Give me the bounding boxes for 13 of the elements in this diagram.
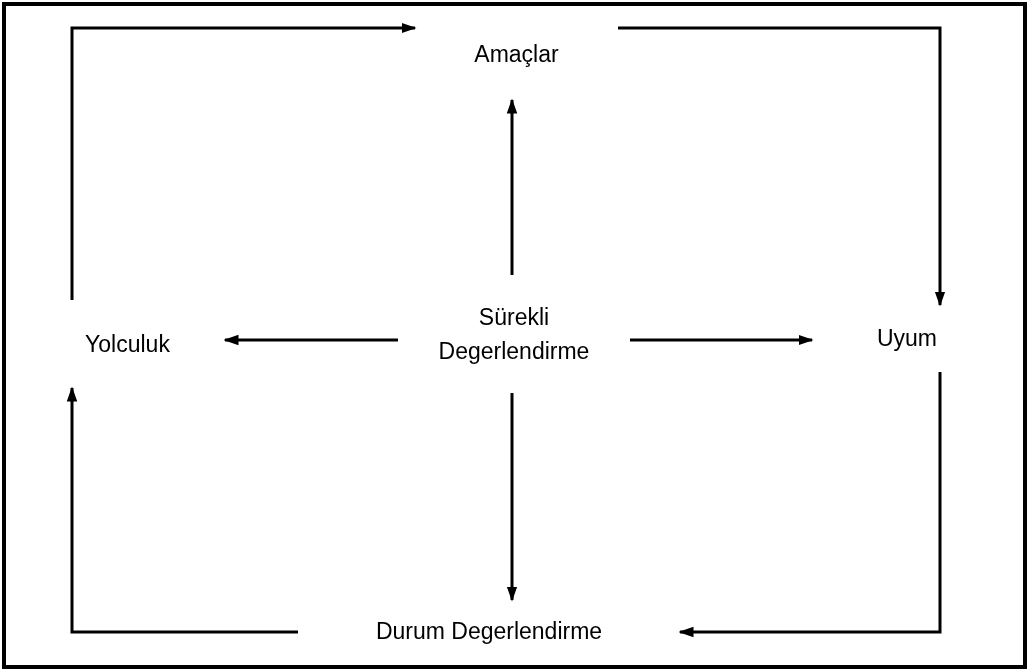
arrow	[506, 393, 518, 602]
arrow	[70, 22, 417, 300]
arrow	[618, 26, 946, 307]
arrow	[630, 334, 814, 346]
arrow	[66, 386, 298, 634]
node-label: Yolculuk	[85, 329, 170, 359]
node-label: Amaçlar	[474, 39, 559, 69]
node-label: Uyum	[876, 324, 938, 354]
node-label: Sürekli Degerlendirme	[437, 302, 591, 366]
arrow	[223, 334, 398, 346]
node-label: Durum Degerlendirme	[375, 616, 603, 646]
arrow	[678, 372, 942, 638]
arrow	[506, 98, 518, 275]
